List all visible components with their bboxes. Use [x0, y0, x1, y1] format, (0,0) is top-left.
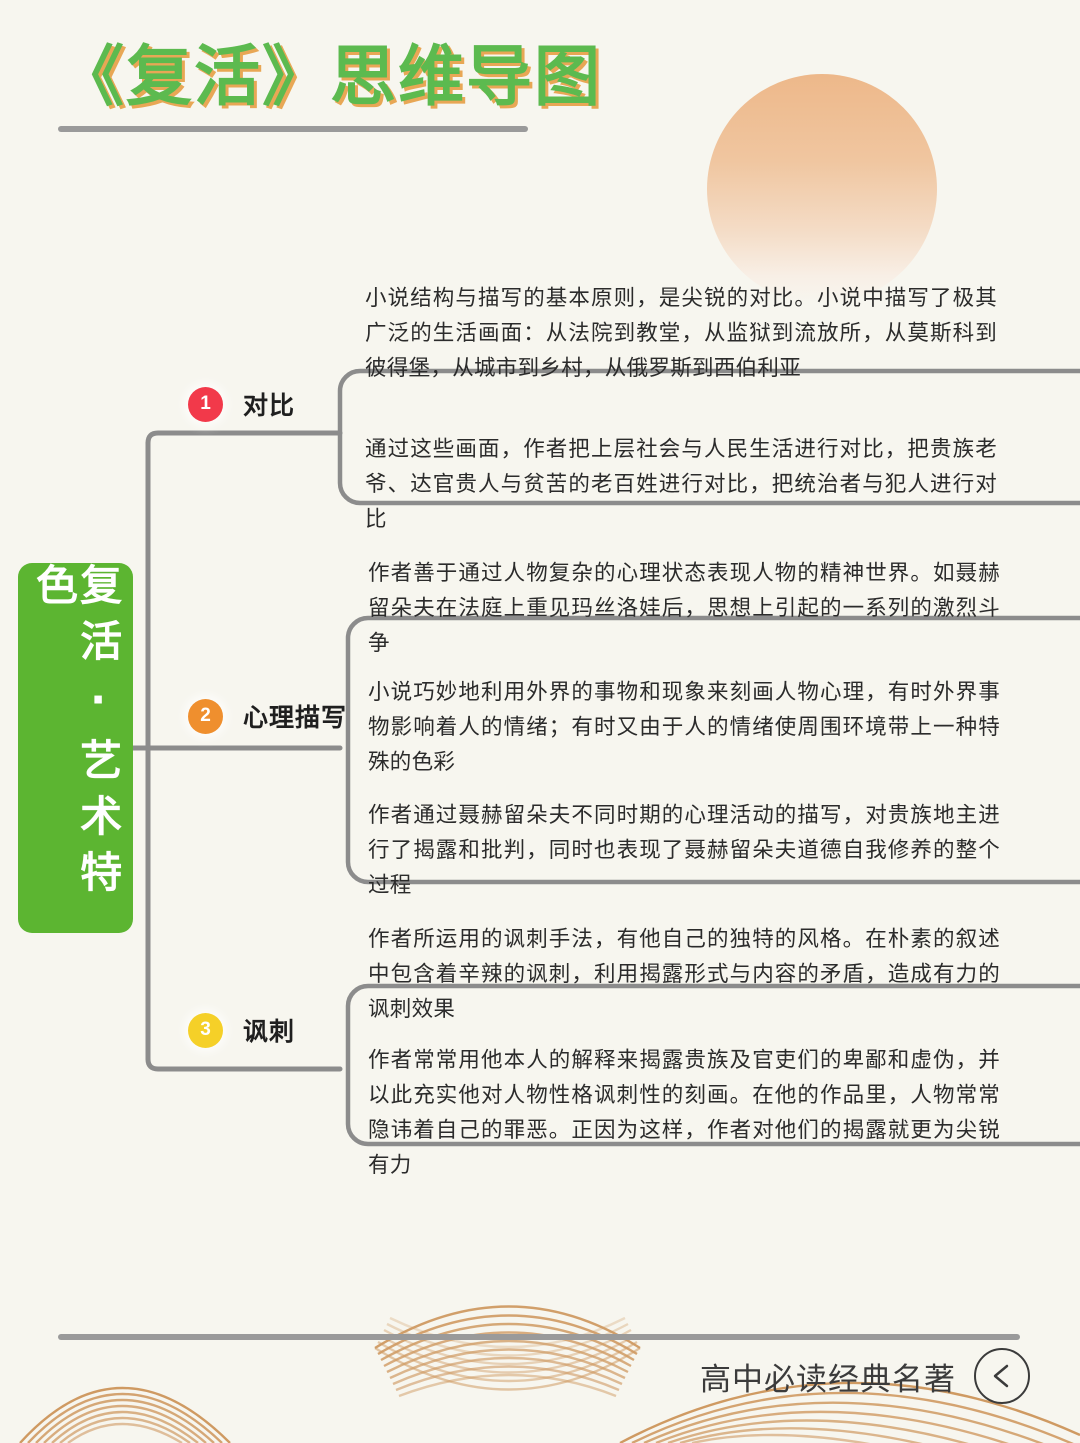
branch-3-item-1: 作者所运用的讽刺手法，有他自己的独特的风格。在朴素的叙述中包含着辛辣的讽刺，利用… — [368, 927, 1000, 1022]
branch-2-item-1: 作者善于通过人物复杂的心理状态表现人物的精神世界。如聂赫留朵夫在法庭上重见玛丝洛… — [368, 561, 1000, 656]
branch-1-item-2: 通过这些画面，作者把上层社会与人民生活进行对比，把贵族老爷、达官贵人与贫苦的老百… — [365, 437, 997, 532]
branch-label-3: 讽刺 — [243, 1017, 296, 1046]
branch-label-1: 对比 — [243, 391, 296, 420]
footer-bar: 高中必读经典名著 — [700, 1348, 1030, 1404]
root-node[interactable]: 复活·艺术特色 — [18, 563, 133, 933]
title-divider — [58, 126, 528, 132]
branch-header-2[interactable]: 2 心理描写 — [188, 698, 347, 734]
footer-divider — [58, 1334, 1020, 1340]
branch-label-2: 心理描写 — [243, 703, 348, 732]
page-title-block: 《复活》思维导图 — [58, 40, 602, 132]
branch-header-1[interactable]: 1 对比 — [188, 386, 295, 422]
chevron-left-icon[interactable] — [974, 1348, 1030, 1404]
branch-3-item-2: 作者常常用他本人的解释来揭露贵族及官吏们的卑鄙和虚伪，并以此充实他对人物性格讽刺… — [368, 1048, 1000, 1178]
connector-branch-1 — [145, 430, 343, 446]
wave-decoration — [19, 1305, 1080, 1443]
branch-badge-1: 1 — [188, 386, 223, 422]
sun-circle-icon — [707, 74, 937, 304]
branch-2-item-3: 作者通过聂赫留朵夫不同时期的心理活动的描写，对贵族地主进行了揭露和批判，同时也表… — [368, 803, 1000, 898]
branch-1-item-1: 小说结构与描写的基本原则，是尖锐的对比。小说中描写了极其广泛的生活画面：从法院到… — [365, 286, 997, 381]
branch-header-3[interactable]: 3 讽刺 — [188, 1012, 295, 1048]
branch-badge-2: 2 — [188, 698, 223, 734]
branch-2-item-2: 小说巧妙地利用外界的事物和现象来刻画人物心理，有时外界事物影响着人的情绪；有时又… — [368, 680, 1000, 775]
page-title: 《复活》思维导图 — [58, 41, 602, 114]
connector-branch-3 — [145, 1056, 343, 1072]
branch-badge-3: 3 — [188, 1012, 223, 1048]
footer-label: 高中必读经典名著 — [700, 1361, 956, 1397]
chevron-left-glyph — [993, 1364, 1009, 1388]
root-node-label: 复活·艺术特色 — [29, 563, 123, 906]
